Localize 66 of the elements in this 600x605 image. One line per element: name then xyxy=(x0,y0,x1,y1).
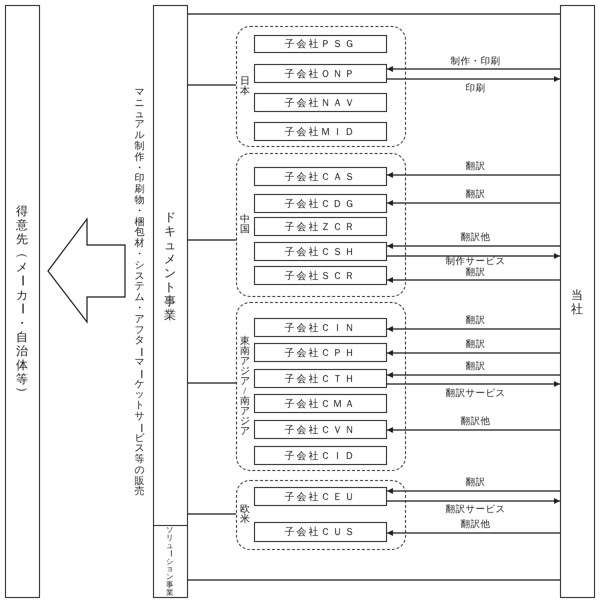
connector-line xyxy=(188,382,236,384)
edge-label: 印刷 xyxy=(464,84,486,95)
subsidiary-box: 子会社ＯＮＰ xyxy=(254,64,387,83)
edge-label: 翻訳他 xyxy=(460,233,492,244)
connector-line xyxy=(188,239,236,241)
block-arrow xyxy=(47,217,126,324)
subsidiary-box: 子会社ＣＴＨ xyxy=(254,369,387,388)
region-group xyxy=(236,26,406,147)
subsidiary-box: 子会社ＮＡＶ xyxy=(254,93,387,112)
subsidiary-box: 子会社ＣＤＧ xyxy=(254,194,387,213)
subsidiary-box: 子会社ＺＣＲ xyxy=(254,217,387,236)
region-group xyxy=(236,153,406,297)
subsidiary-box: 子会社ＣＩＤ xyxy=(254,446,387,465)
subsidiary-box: 子会社ＣＥＵ xyxy=(254,487,387,506)
subsidiary-box: 子会社ＣＡＳ xyxy=(254,167,387,186)
subsidiary-box: 子会社ＣＰＨ xyxy=(254,343,387,362)
edge-label: マニュアル制作・印刷物・梱包材・システム・アフターマーケットサービス等の販売 xyxy=(134,88,146,498)
column-box: ドキュメント事業 xyxy=(153,5,188,526)
edge-label: 翻訳他 xyxy=(460,417,492,428)
subsidiary-box: 子会社ＰＳＧ xyxy=(254,35,387,53)
subsidiary-box: 子会社ＣＭＡ xyxy=(254,394,387,413)
edge-label: 翻訳 xyxy=(464,478,486,489)
subsidiary-box: 子会社ＣＩＮ xyxy=(254,318,387,337)
region-label: 日本 xyxy=(239,76,250,96)
column-box: 当社 xyxy=(560,5,595,598)
arrow xyxy=(387,172,560,178)
subsidiary-box: 子会社ＣＳＨ xyxy=(254,242,387,261)
arrow xyxy=(387,76,560,82)
edge-label: 翻訳 xyxy=(464,268,486,279)
edge-label: 翻訳サービス xyxy=(444,505,506,516)
region-group xyxy=(236,480,406,550)
arrow xyxy=(387,326,560,332)
column-box: 得意先（メーカー・自治体等） xyxy=(5,5,40,598)
edge-label: 翻訳 xyxy=(464,316,486,327)
region-group xyxy=(236,302,406,471)
edge-label: 翻訳サービス xyxy=(444,389,506,400)
edge-label: 翻訳他 xyxy=(460,520,492,531)
edge-label: 制作サービス xyxy=(444,257,506,268)
connector-line xyxy=(188,513,236,515)
subsidiary-box: 子会社ＣＵＳ xyxy=(254,522,387,542)
region-label: 中国 xyxy=(239,215,250,235)
arrow xyxy=(387,530,560,536)
arrow xyxy=(387,66,560,72)
subsidiary-box: 子会社ＳＣＲ xyxy=(254,266,387,285)
edge-label: 翻訳 xyxy=(464,190,486,201)
edge-label: 翻訳 xyxy=(464,162,486,173)
arrow xyxy=(387,200,560,206)
connector-line xyxy=(188,13,560,15)
region-label: 東南アジア/南アジア xyxy=(239,336,250,436)
arrow xyxy=(387,243,560,249)
subsidiary-box: 子会社ＣＶＮ xyxy=(254,420,387,439)
connector-line xyxy=(188,84,236,86)
region-label: 欧米 xyxy=(239,505,250,525)
arrow xyxy=(387,253,560,259)
subsidiary-box: 子会社ＭＩＤ xyxy=(254,122,387,141)
connector-line xyxy=(188,579,560,581)
arrow xyxy=(387,427,560,433)
arrow xyxy=(387,381,560,387)
arrow xyxy=(387,372,560,378)
arrow xyxy=(387,488,560,494)
arrow xyxy=(387,498,560,504)
edge-label: 制作・印刷 xyxy=(450,57,502,68)
edge-label: 翻訳 xyxy=(464,362,486,373)
arrow xyxy=(387,350,560,356)
edge-label: 翻訳 xyxy=(464,340,486,351)
arrow xyxy=(387,277,560,283)
